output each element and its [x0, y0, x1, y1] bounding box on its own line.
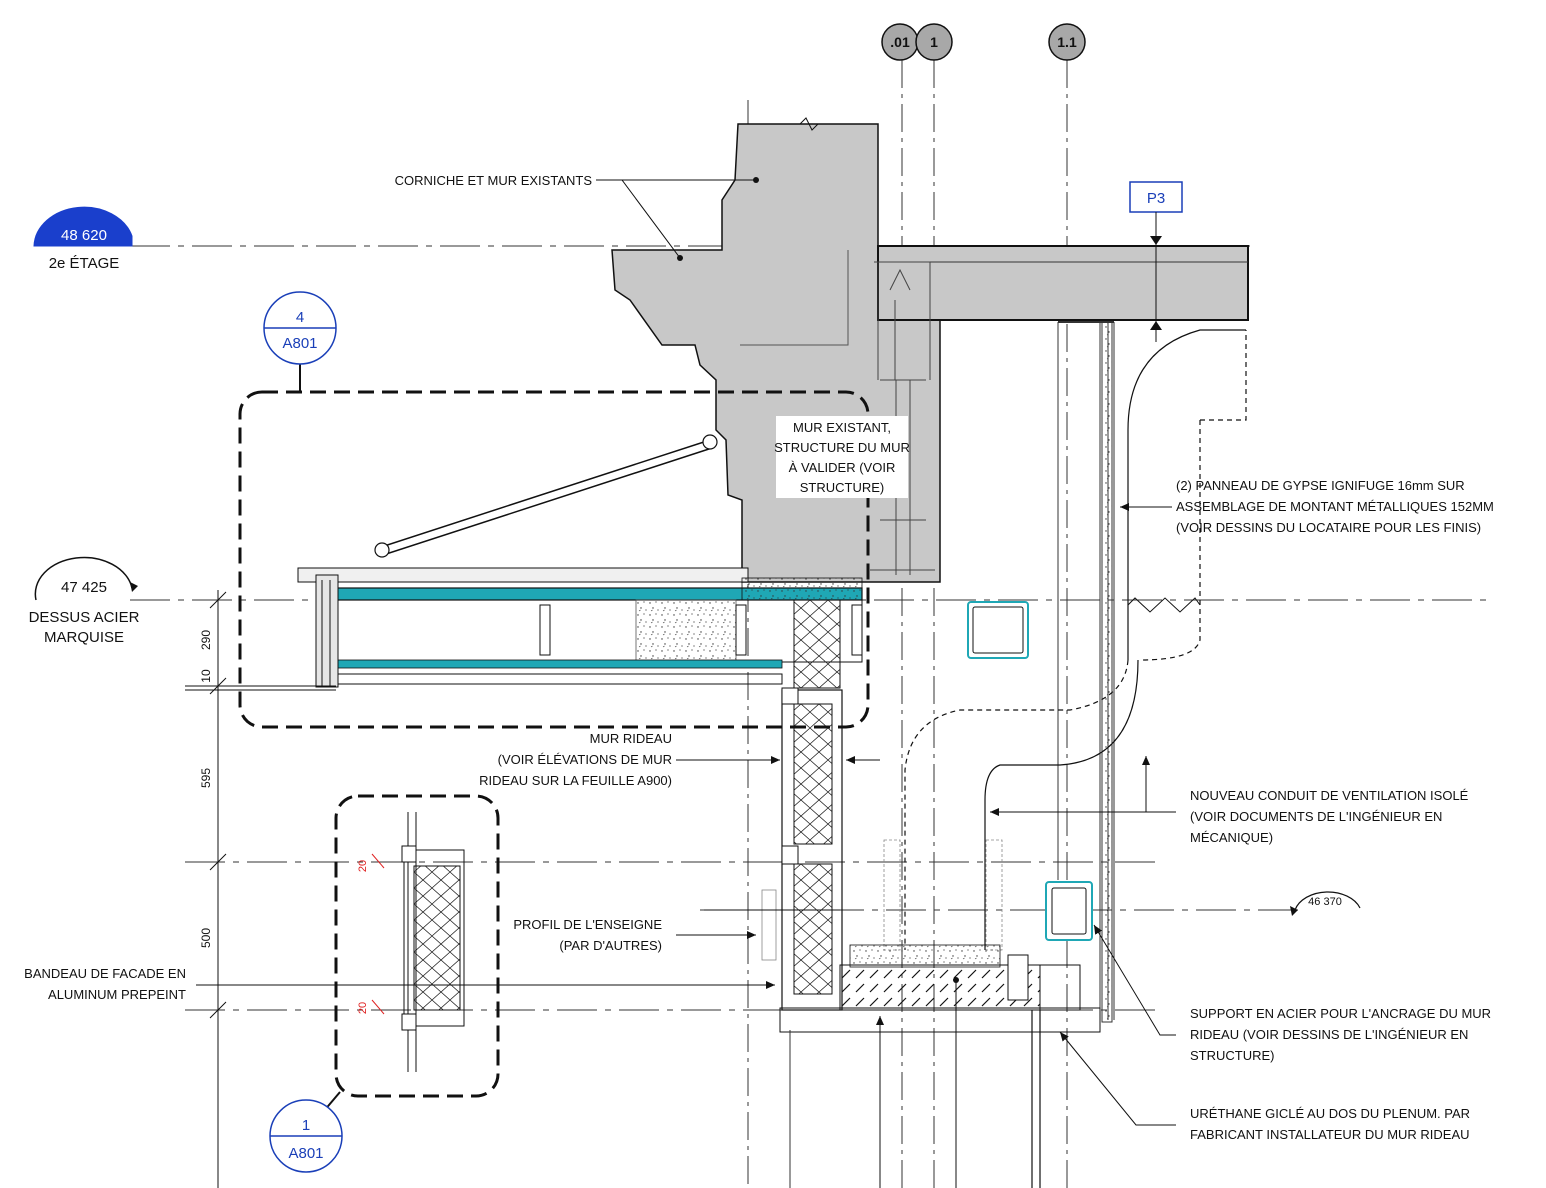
note-mur-existant-line4: STRUCTURE) [800, 480, 885, 495]
canopy-assembly [297, 434, 1029, 688]
note-panneau-line3: (VOIR DESSINS DU LOCATAIRE POUR LES FINI… [1176, 520, 1481, 535]
note-urethane-line2: FABRICANT INSTALLATEUR DU MUR RIDEAU [1190, 1127, 1470, 1142]
detail-ref-1-number: 1 [302, 1117, 310, 1134]
dimension-10: 10 [199, 669, 213, 683]
note-support-line1: SUPPORT EN ACIER POUR L'ANCRAGE DU MUR [1190, 1006, 1491, 1021]
note-bandeau: BANDEAU DE FACADE EN ALUMINUM PREPEINT [24, 966, 186, 1002]
dimension-595: 595 [199, 768, 213, 788]
detail-callout-1[interactable]: 1 A801 [269, 794, 500, 1173]
note-mur-existant-line2: STRUCTURE DU MUR [774, 440, 910, 455]
tag-p3-label: P3 [1147, 190, 1165, 207]
dimension-500: 500 [199, 928, 213, 948]
dimension-290: 290 [199, 630, 213, 650]
grid-label-01: .01 [890, 34, 910, 50]
note-support-acier: SUPPORT EN ACIER POUR L'ANCRAGE DU MUR R… [1190, 1006, 1491, 1063]
vertical-dimension-string [185, 590, 336, 1188]
note-corniche-text: CORNICHE ET MUR EXISTANTS [395, 173, 593, 188]
detail-ref-4-number: 4 [296, 309, 304, 326]
note-profil-line1: PROFIL DE L'ENSEIGNE [513, 917, 662, 932]
dimension-20-bottom: 20 [357, 1002, 369, 1014]
detail-callout-4[interactable]: 4 A801 [238, 291, 870, 729]
note-panneau-line2: ASSEMBLAGE DE MONTANT MÉTALLIQUES 152MM [1176, 499, 1494, 514]
note-support-line2: RIDEAU (VOIR DESSINS DE L'INGÉNIEUR EN [1190, 1027, 1468, 1042]
note-mur-rideau: MUR RIDEAU (VOIR ÉLÉVATIONS DE MUR RIDEA… [479, 731, 672, 788]
note-urethane: URÉTHANE GICLÉ AU DOS DU PLENUM. PAR FAB… [1190, 1106, 1470, 1142]
note-support-line3: STRUCTURE) [1190, 1048, 1275, 1063]
grid-bubble-1-1[interactable]: 1.1 [1048, 23, 1086, 61]
note-mur-rideau-line2: (VOIR ÉLÉVATIONS DE MUR [498, 752, 672, 767]
note-mur-existant-line3: À VALIDER (VOIR [789, 460, 896, 475]
note-profil-enseigne: PROFIL DE L'ENSEIGNE (PAR D'AUTRES) [513, 917, 662, 953]
level-marker-46370[interactable]: 46 370 [1290, 891, 1361, 916]
leader-lines [196, 177, 1176, 1188]
level-name-dessus-acier: DESSUS ACIER [29, 609, 140, 626]
tag-p3[interactable]: P3 [1129, 181, 1183, 342]
note-mur-existant: MUR EXISTANT, STRUCTURE DU MUR À VALIDER… [774, 416, 910, 498]
note-mur-existant-line1: MUR EXISTANT, [793, 420, 891, 435]
level-name-2e-etage: 2e ÉTAGE [49, 255, 120, 272]
note-conduit: NOUVEAU CONDUIT DE VENTILATION ISOLÉ (VO… [1190, 788, 1469, 845]
detail-ref-4-sheet: A801 [282, 335, 317, 352]
note-conduit-line1: NOUVEAU CONDUIT DE VENTILATION ISOLÉ [1190, 788, 1469, 803]
gypsum-wall-assembly [1057, 321, 1115, 1023]
note-corniche: CORNICHE ET MUR EXISTANTS [395, 173, 593, 188]
level-elevation-46370: 46 370 [1308, 896, 1342, 908]
note-bandeau-line2: ALUMINUM PREPEINT [48, 987, 186, 1002]
dimension-20-top: 20 [357, 860, 369, 872]
duct-hatch-strips [761, 839, 1003, 961]
note-panneau-line1: (2) PANNEAU DE GYPSE IGNIFUGE 16mm SUR [1176, 478, 1465, 493]
level-marker-dessus-acier[interactable]: 47 425 DESSUS ACIER MARQUISE [29, 556, 140, 646]
level-name-marquise: MARQUISE [44, 629, 124, 646]
note-mur-rideau-line3: RIDEAU SUR LA FEUILLE A900) [479, 773, 672, 788]
note-conduit-line2: (VOIR DOCUMENTS DE L'INGÉNIEUR EN [1190, 809, 1442, 824]
grid-bubble-1[interactable]: 1 [915, 23, 953, 61]
note-panneau-gypse: (2) PANNEAU DE GYPSE IGNIFUGE 16mm SUR A… [1176, 478, 1494, 535]
detail-ref-1-sheet: A801 [288, 1145, 323, 1162]
note-mur-rideau-line1: MUR RIDEAU [590, 731, 672, 746]
level-marker-2e-etage[interactable]: 48 620 2e ÉTAGE [33, 206, 133, 272]
ventilation-duct [904, 329, 1247, 950]
level-elevation-48620: 48 620 [61, 227, 107, 244]
level-elevation-47425: 47 425 [61, 579, 107, 596]
grid-label-1: 1 [930, 34, 938, 50]
note-bandeau-line1: BANDEAU DE FACADE EN [24, 966, 186, 981]
curtain-wall [779, 599, 1101, 1188]
note-profil-line2: (PAR D'AUTRES) [559, 938, 662, 953]
note-urethane-line1: URÉTHANE GICLÉ AU DOS DU PLENUM. PAR [1190, 1106, 1470, 1121]
grid-bubble-01[interactable]: .01 [881, 23, 919, 61]
red-dimensions: 20 20 [357, 853, 385, 1015]
grid-label-1-1: 1.1 [1057, 34, 1077, 50]
note-conduit-line3: MÉCANIQUE) [1190, 830, 1273, 845]
